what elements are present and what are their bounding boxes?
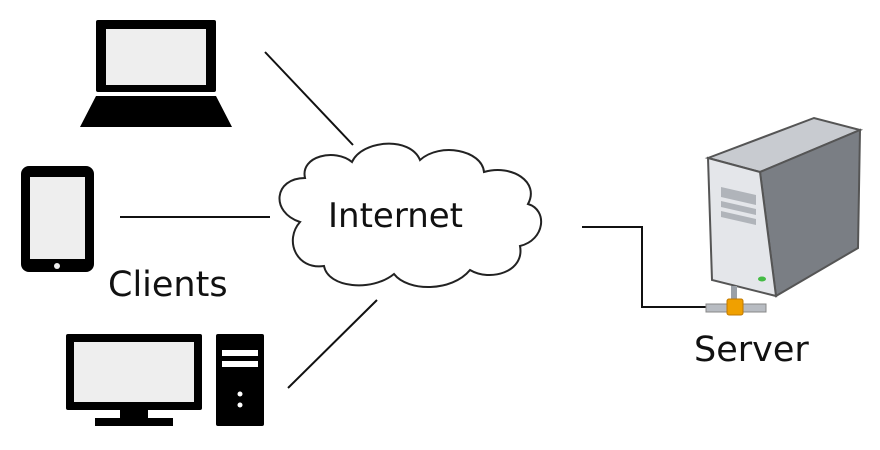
internet-label: Internet [328,196,464,236]
laptop-icon [80,20,232,127]
cloud-icon [278,142,543,288]
server-connection-line [582,226,728,308]
server-tower-icon [704,116,864,316]
smartphone-icon [21,166,94,272]
desktop-computer-icon [66,334,264,426]
laptop-connection-line [264,51,354,146]
desktop-connection-line [287,299,378,389]
clients-label: Clients [108,265,228,305]
server-label: Server [694,330,809,370]
